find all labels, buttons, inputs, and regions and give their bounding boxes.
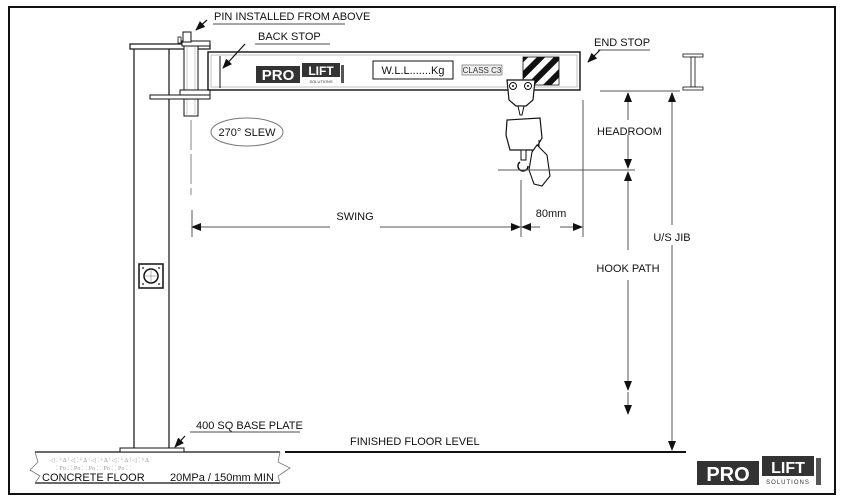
company-logo: PRO LIFT SOLUTIONS	[697, 456, 821, 486]
concrete-texture: ◁ ⁚ ᵇ ∆ ˡ ◁ ⁚ ᵇ ∆ ˡ ◁ ⁚ ᵇ ∆ ˡ ◁ ⁚ ᵇ ∆ ˡ …	[50, 457, 149, 472]
pin-label: PIN INSTALLED FROM ABOVE	[214, 11, 370, 23]
base-plate-label: 400 SQ BASE PLATE	[196, 420, 303, 432]
hook-path-label: HOOK PATH	[596, 263, 659, 275]
drawing-border	[8, 6, 836, 495]
base-plate	[119, 447, 185, 453]
wll-label: W.L.L.......Kg	[382, 65, 445, 77]
class-plate	[461, 64, 503, 76]
logo-pro: PRO	[262, 67, 295, 84]
pivot-pin	[149, 31, 211, 195]
concrete-spec-label: 20MPa / 150mm MIN	[170, 472, 274, 484]
logo-pro-large: PRO	[706, 464, 749, 486]
offset-label: 80mm	[536, 208, 567, 220]
logo-solutions: SOLUTIONS	[309, 79, 332, 84]
headroom-label: HEADROOM	[597, 126, 662, 138]
class-label: CLASS C3	[463, 66, 502, 75]
back-stop-label: BACK STOP	[258, 31, 321, 43]
svg-text:◁ ⁚ ᵇ ∆ ˡ ◁ ⁚ ᵇ ∆ ˡ ◁ ⁚ ᵇ ∆ ˡ: ◁ ⁚ ᵇ ∆ ˡ ◁ ⁚ ᵇ ∆ ˡ ◁ ⁚ ᵇ ∆ ˡ ◁ ⁚ ᵇ ∆ ˡ …	[50, 457, 149, 464]
jib-logo: PRO LIFT SOLUTIONS	[256, 63, 344, 84]
wll-plate	[372, 60, 454, 80]
ffl-label: FINISHED FLOOR LEVEL	[350, 436, 480, 448]
floor: ◁ ⁚ ᵇ ∆ ˡ ◁ ⁚ ᵇ ∆ ˡ ◁ ⁚ ᵇ ∆ ˡ ◁ ⁚ ᵇ ∆ ˡ …	[29, 447, 686, 484]
slew-badge	[210, 117, 284, 147]
leader-lines	[174, 19, 650, 448]
logo-lift: LIFT	[308, 64, 334, 78]
hoist	[505, 79, 551, 187]
svg-text:⁚ Po ⁚ ⁚ Po ⁚ ⁚ Po ⁚ ⁚ Po ⁚ ⁚: ⁚ Po ⁚ ⁚ Po ⁚ ⁚ Po ⁚ ⁚ Po ⁚ ⁚ Po ⁚ ⁚	[56, 465, 131, 472]
concrete-label: CONCRETE FLOOR	[42, 472, 145, 484]
logo-lift-large: LIFT	[771, 460, 805, 477]
us-jib-label: U/S JIB	[653, 232, 690, 244]
swing-label: SWING	[336, 211, 373, 223]
slew-label: 270° SLEW	[219, 127, 277, 139]
dimension-lines	[191, 90, 680, 451]
column	[129, 43, 211, 450]
access-panel-icon	[138, 263, 164, 289]
i-beam-icon	[682, 53, 704, 91]
logo-solutions-large: SOLUTIONS	[766, 480, 810, 486]
end-stop-label: END STOP	[594, 37, 650, 49]
